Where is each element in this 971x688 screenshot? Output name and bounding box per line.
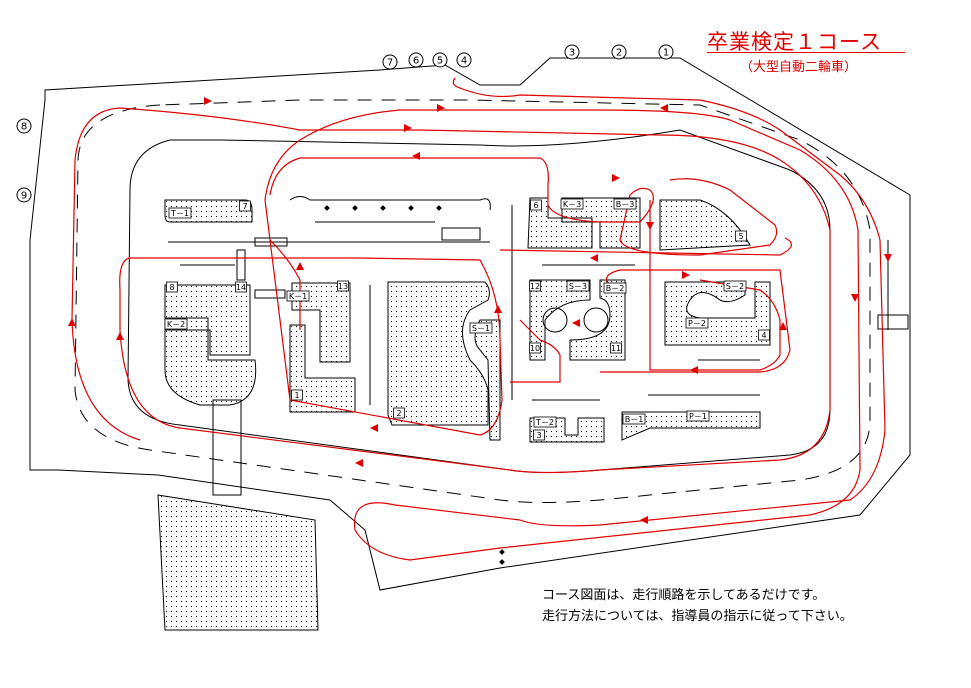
map-label: B－2 [603,282,627,294]
track-center-line [74,99,871,503]
svg-text:11: 11 [611,344,621,353]
outer-boundary [29,57,911,591]
map-label: P－1 [686,410,710,422]
svg-text:4: 4 [461,56,467,67]
svg-text:6: 6 [533,201,538,210]
svg-text:T－2: T－2 [535,418,554,427]
driving-route [71,77,886,561]
map-label: S－2 [723,280,747,292]
map-label: S－1 [469,322,493,334]
map-label: K－2 [164,318,188,330]
svg-text:5: 5 [738,232,743,241]
svg-text:S－2: S－2 [726,282,744,291]
svg-text:T－1: T－1 [170,209,189,218]
route-arrows [68,97,892,524]
map-label: K－1 [286,290,310,302]
map-label: 12 [529,280,541,292]
svg-text:14: 14 [236,283,246,292]
point-marker-8: 8 [16,118,32,134]
block-s2 [664,281,771,346]
svg-text:10: 10 [530,344,540,353]
svg-text:5: 5 [437,56,443,67]
map-label: 14 [235,281,247,293]
point-marker-2: 2 [611,44,627,60]
svg-text:7: 7 [387,58,393,69]
point-marker-9: 9 [16,187,32,203]
map-label: 2 [393,407,405,419]
block-b2 [569,279,626,361]
point-marker-5: 5 [432,52,448,68]
point-marker-3: 3 [564,44,580,60]
block-b1 [621,411,761,441]
map-subtitle: （大型自動二輪車） [740,60,858,75]
point-marker-6: 6 [408,52,424,68]
svg-text:K－1: K－1 [289,292,307,301]
svg-text:B－1: B－1 [625,415,644,424]
svg-text:2: 2 [396,409,401,418]
svg-text:2: 2 [616,48,622,59]
note-line-1: コース図面は、走行順路を示してあるだけです。 [542,588,826,603]
svg-text:P－1: P－1 [689,412,707,421]
svg-text:12: 12 [530,282,540,291]
map-label: 11 [610,342,622,354]
block-2 [387,281,490,426]
map-label: 4 [758,329,770,341]
svg-text:13: 13 [338,282,348,291]
svg-text:B－2: B－2 [606,284,625,293]
svg-text:K－2: K－2 [167,320,185,329]
map-label: T－2 [533,416,557,428]
block-12 [529,279,591,361]
svg-text:S－1: S－1 [472,324,490,333]
block-13 [291,282,351,363]
map-label: 7 [239,200,251,212]
title-underline [707,52,905,53]
track-inner-edge [127,129,831,473]
map-label: 1 [291,389,303,401]
svg-text:1: 1 [294,391,299,400]
map-label: 8 [166,281,178,293]
map-label: B－3 [613,198,637,210]
point-markers: 1 2 3 4 5 6 7 8 9 [16,44,674,203]
svg-text:8: 8 [169,283,174,292]
svg-text:K－3: K－3 [563,200,581,209]
point-marker-4: 4 [456,52,472,68]
svg-text:7: 7 [242,202,247,211]
block-1 [289,324,356,413]
map-label: B－1 [622,413,646,425]
svg-text:3: 3 [536,431,541,440]
map-label: 5 [735,230,747,242]
svg-text:6: 6 [413,56,419,67]
block-k2 [164,317,257,406]
map-label: 13 [337,280,349,292]
map-label: 6 [530,199,542,211]
svg-text:P－2: P－2 [688,319,706,328]
point-marker-1: 1 [658,44,674,60]
parking-area [157,494,319,631]
svg-text:4: 4 [761,331,766,340]
svg-text:8: 8 [21,122,27,133]
map-label: T－1 [168,207,192,219]
note-line-2: 走行方法については、指導員の指示に従って下さい。 [542,609,853,624]
svg-text:B－3: B－3 [616,200,635,209]
map-label: 10 [529,342,541,354]
svg-text:9: 9 [21,191,27,202]
map-title: 卒業検定１コース [707,30,882,54]
svg-text:S－3: S－3 [569,282,587,291]
map-label: P－2 [685,317,709,329]
map-label: S－3 [566,280,590,292]
map-label: 3 [533,429,545,441]
blocks [157,197,771,631]
map-label: K－3 [560,198,584,210]
svg-text:3: 3 [569,48,575,59]
svg-text:1: 1 [663,48,669,59]
block-5 [659,199,751,251]
point-marker-7: 7 [382,54,398,70]
